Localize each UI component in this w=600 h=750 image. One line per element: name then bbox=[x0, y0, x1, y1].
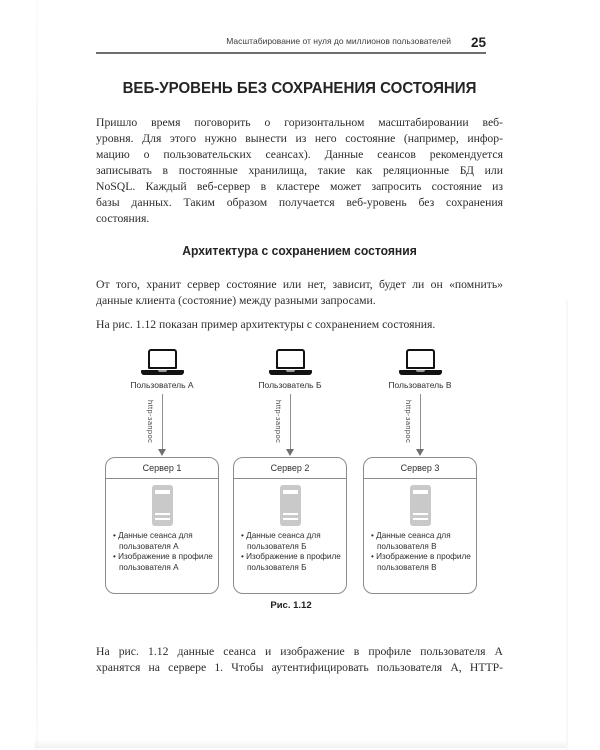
laptop-base bbox=[268, 370, 312, 375]
arrow-label: http-запрос bbox=[146, 400, 155, 444]
paragraph-line: состояния. bbox=[96, 212, 150, 225]
paragraph-line: мацию о пользовательских сеансах). Данны… bbox=[96, 148, 503, 161]
server-title: Сервер 1 bbox=[106, 458, 218, 479]
chapter-title: ВЕБ-УРОВЕНЬ БЕЗ СОХРАНЕНИЯ СОСТОЯНИЯ bbox=[122, 80, 477, 97]
page-number: 25 bbox=[470, 35, 486, 50]
laptop-base bbox=[140, 370, 184, 375]
down-arrow-head bbox=[286, 449, 294, 456]
paragraph-line: NoSQL. Каждый веб-сервер в кластере може… bbox=[96, 180, 503, 193]
server-icon-line bbox=[282, 513, 298, 515]
down-arrow-head bbox=[158, 449, 166, 456]
figure-reference-paragraph: На рис. 1.12 показан пример архитектуры … bbox=[96, 317, 503, 333]
laptop-screen bbox=[147, 349, 177, 369]
server-box: Сервер 1 Данные сеанса для пользователя … bbox=[105, 457, 219, 594]
server-data-list: Данные сеанса для пользователя АИзображе… bbox=[106, 531, 218, 573]
user-label: Пользователь А bbox=[130, 380, 194, 390]
server-tower-icon bbox=[151, 485, 173, 526]
laptop-icon bbox=[268, 349, 312, 376]
user-label: Пользователь В bbox=[388, 380, 452, 390]
arrow-label: http-запрос bbox=[274, 400, 283, 444]
paragraph-line: На рис. 1.12 данные сеанса и изображение… bbox=[96, 645, 503, 658]
down-arrow-head bbox=[416, 449, 424, 456]
server-tower-icon bbox=[409, 485, 431, 526]
laptop-icon bbox=[398, 349, 442, 376]
intro-paragraph: Пришло время поговорить о горизонтальном… bbox=[96, 115, 503, 227]
page-bottom-shadow bbox=[34, 740, 566, 748]
down-arrow-icon bbox=[162, 394, 163, 450]
server-icon-slot bbox=[154, 490, 170, 494]
server-data-item: Изображение в профиле пользователя А bbox=[113, 552, 214, 573]
section-heading: Архитектура с сохранением состояния bbox=[182, 244, 417, 258]
figure-caption: Рис. 1.12 bbox=[270, 600, 312, 611]
paragraph-line: данные клиента (состояние) между разными… bbox=[96, 294, 376, 307]
server-icon-line bbox=[412, 513, 428, 515]
running-title: Масштабирование от нуля до миллионов пол… bbox=[226, 36, 451, 46]
server-icon-slot bbox=[412, 490, 428, 494]
server-title: Сервер 3 bbox=[364, 458, 476, 479]
down-arrow-icon bbox=[420, 394, 421, 450]
server-tower-icon bbox=[279, 485, 301, 526]
http-request-arrow: http-запрос bbox=[363, 391, 477, 457]
http-request-arrow: http-запрос bbox=[105, 391, 219, 457]
server-icon-line bbox=[282, 518, 298, 520]
page-right-edge bbox=[566, 300, 568, 750]
figure-column-user-a: Пользователь А http-запрос Сервер 1 Данн… bbox=[105, 348, 219, 594]
http-request-arrow: http-запрос bbox=[233, 391, 347, 457]
paragraph-line: От того, хранит сервер состояние или нет… bbox=[96, 278, 503, 291]
paragraph-line: записывать в постоянные хранилища, такие… bbox=[96, 164, 503, 177]
laptop-base bbox=[398, 370, 442, 375]
server-icon-line bbox=[154, 513, 170, 515]
server-data-item: Изображение в профиле пользователя Б bbox=[241, 552, 342, 573]
paragraph-line: базы данных. Таким образом получается ве… bbox=[96, 196, 503, 209]
paragraph-line: уровня. Для этого нужно вынести из него … bbox=[96, 132, 503, 145]
figure-column-user-b: Пользователь Б http-запрос Сервер 2 Данн… bbox=[233, 348, 347, 594]
laptop-screen bbox=[405, 349, 435, 369]
server-title: Сервер 2 bbox=[234, 458, 346, 479]
closing-paragraph: На рис. 1.12 данные сеанса и изображение… bbox=[96, 644, 503, 676]
page-left-edge bbox=[36, 0, 38, 750]
user-label: Пользователь Б bbox=[258, 380, 322, 390]
figure-1-12: Пользователь А http-запрос Сервер 1 Данн… bbox=[96, 348, 503, 620]
server-data-item: Данные сеанса для пользователя В bbox=[371, 531, 472, 552]
laptop-screen bbox=[275, 349, 305, 369]
server-icon-line bbox=[154, 518, 170, 520]
server-icon-slot bbox=[282, 490, 298, 494]
down-arrow-icon bbox=[290, 394, 291, 450]
server-data-list: Данные сеанса для пользователя ВИзображе… bbox=[364, 531, 476, 573]
paragraph-line: Пришло время поговорить о горизонтальном… bbox=[96, 116, 503, 129]
laptop-icon bbox=[140, 349, 184, 376]
stateful-paragraph: От того, хранит сервер состояние или нет… bbox=[96, 277, 503, 309]
figure-column-user-v: Пользователь В http-запрос Сервер 3 Данн… bbox=[363, 348, 477, 594]
arrow-label: http-запрос bbox=[404, 400, 413, 444]
server-data-item: Данные сеанса для пользователя А bbox=[113, 531, 214, 552]
server-data-list: Данные сеанса для пользователя БИзображе… bbox=[234, 531, 346, 573]
server-box: Сервер 2 Данные сеанса для пользователя … bbox=[233, 457, 347, 594]
server-data-item: Данные сеанса для пользователя Б bbox=[241, 531, 342, 552]
running-head: Масштабирование от нуля до миллионов пол… bbox=[96, 36, 486, 54]
paragraph-line: хранятся на сервере 1. Чтобы аутентифици… bbox=[96, 661, 503, 674]
server-data-item: Изображение в профиле пользователя В bbox=[371, 552, 472, 573]
paragraph-line: На рис. 1.12 показан пример архитектуры … bbox=[96, 318, 436, 331]
server-box: Сервер 3 Данные сеанса для пользователя … bbox=[363, 457, 477, 594]
server-icon-line bbox=[412, 518, 428, 520]
